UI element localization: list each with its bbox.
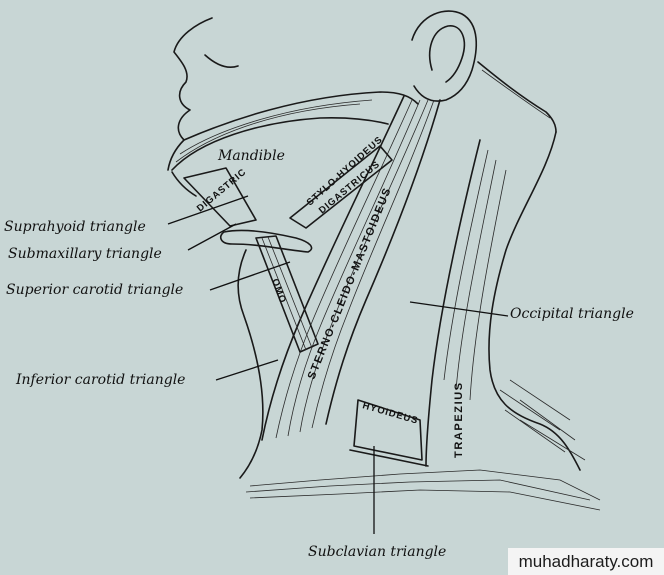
mandible-hatch bbox=[175, 99, 373, 163]
label-omohyoideus: HYOIDEUS bbox=[361, 400, 419, 426]
watermark: muhadharaty.com bbox=[508, 548, 664, 575]
submandible-line bbox=[171, 171, 197, 197]
digastric-anterior-band bbox=[183, 167, 257, 227]
omohyoid-lower bbox=[353, 399, 423, 461]
label-trapezius: TRAPEZIUS bbox=[453, 381, 465, 458]
label-occipital-triangle: Occipital triangle bbox=[510, 306, 634, 322]
label-subclavian-triangle: Subclavian triangle bbox=[308, 544, 446, 560]
scm-fibers bbox=[275, 99, 435, 439]
occiput-hatch bbox=[481, 69, 551, 119]
label-mandible: Mandible bbox=[217, 148, 285, 164]
subclavian-floor bbox=[349, 449, 429, 467]
neck-front bbox=[237, 249, 264, 479]
mandible-outer bbox=[183, 91, 419, 141]
label-inferior-carotid-triangle: Inferior carotid triangle bbox=[15, 372, 185, 388]
back-hatching bbox=[499, 379, 586, 461]
ear-outer bbox=[411, 10, 478, 102]
omohyoid-upper bbox=[255, 235, 319, 353]
label-superior-carotid-triangle: Superior carotid triangle bbox=[6, 282, 183, 298]
omohyoid-upper-fibers bbox=[261, 236, 313, 351]
label-sternocleidomastoideus: STERNO-CLEIDO-MASTOIDEUS bbox=[306, 185, 394, 381]
leader-inferior-carotid bbox=[215, 359, 279, 381]
trapezius-edge bbox=[425, 139, 481, 467]
mandible-inner bbox=[171, 117, 389, 171]
scm-front-edge bbox=[261, 95, 405, 441]
digastric-posterior-band bbox=[289, 145, 393, 229]
neck-back bbox=[488, 131, 581, 471]
shoulder-hatching bbox=[245, 469, 601, 511]
leader-submaxillary bbox=[187, 223, 237, 251]
label-submaxillary-triangle: Submaxillary triangle bbox=[8, 246, 162, 262]
occiput-line bbox=[477, 61, 557, 133]
label-suprahyoid-triangle: Suprahyoid triangle bbox=[4, 219, 146, 235]
face-outline bbox=[167, 17, 213, 171]
lip-line bbox=[204, 54, 239, 69]
ear-inner bbox=[428, 25, 466, 83]
leader-suprahyoid bbox=[167, 195, 249, 225]
trapezius-fibers bbox=[443, 149, 507, 401]
hyoid-bone bbox=[219, 229, 313, 253]
scm-back-edge bbox=[325, 99, 441, 425]
leader-superior-carotid bbox=[209, 261, 291, 291]
leader-occipital bbox=[409, 301, 509, 317]
